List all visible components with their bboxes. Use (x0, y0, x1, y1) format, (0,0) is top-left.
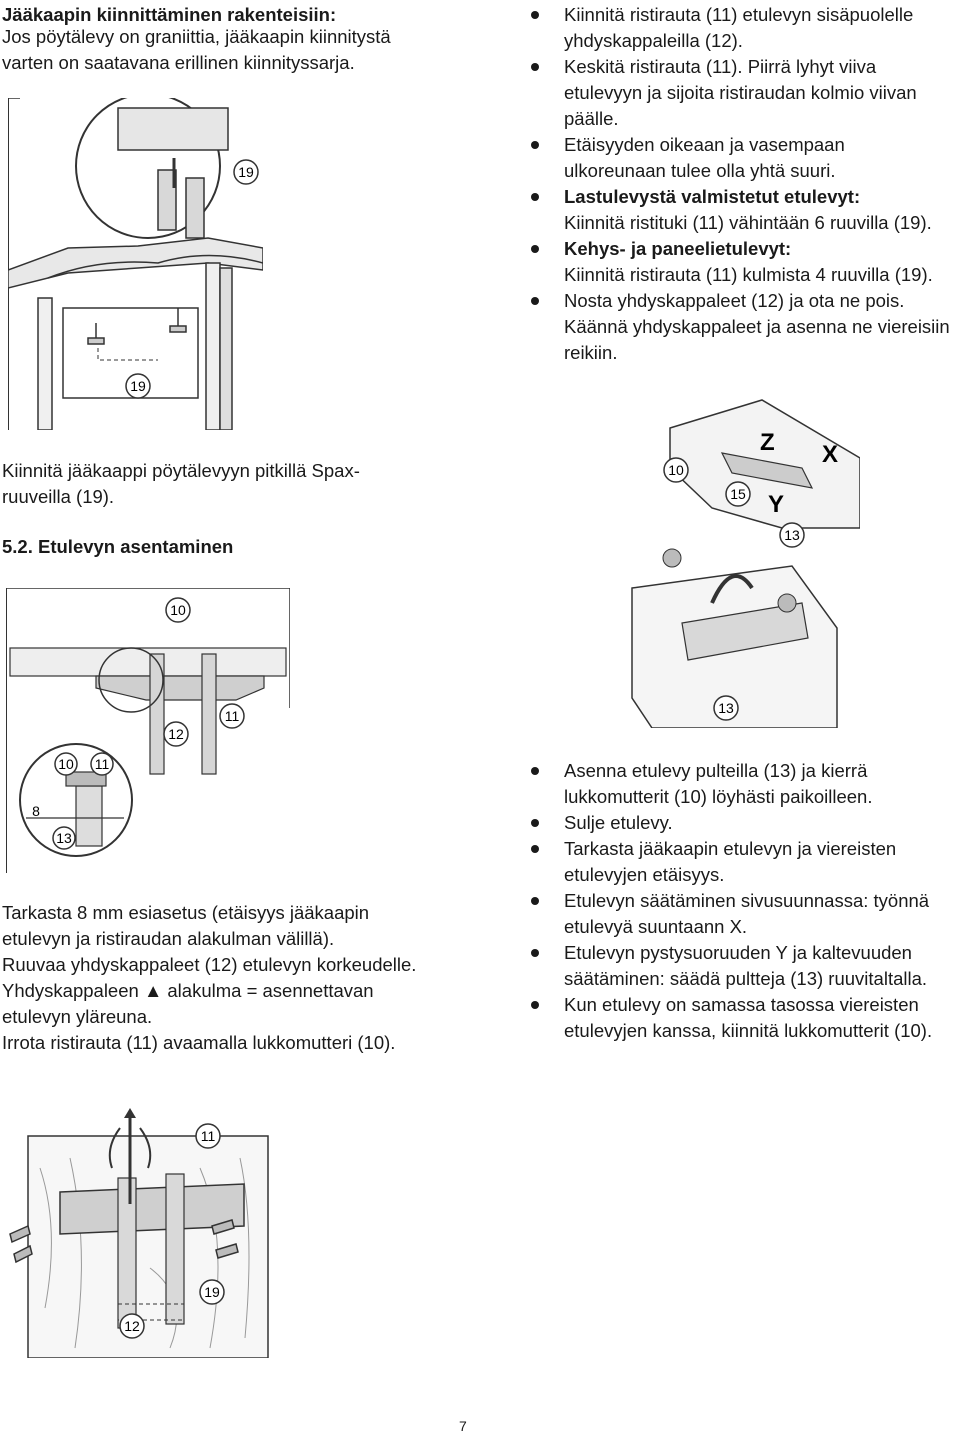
callout-13: 13 (784, 527, 800, 543)
list-item-text: Kun etulevy on samassa tasossa viereiste… (564, 994, 919, 1015)
callout-circle (52, 826, 76, 850)
fix-line: Kiinnitä jääkaappi pöytälevyyn pitkillä … (2, 460, 360, 481)
page-number: 7 (459, 1418, 467, 1434)
callout-11: 11 (201, 1128, 216, 1144)
list-item: Sulje etulevy. (528, 810, 958, 836)
check-line: etulevyn yläreuna. (2, 1006, 153, 1027)
installation-steps-list: Kiinnitä ristirauta (11) etulevyn sisäpu… (528, 2, 958, 366)
callout-circle (713, 695, 739, 721)
adjustment-steps-list: Asenna etulevy pulteilla (13) ja kierrä … (528, 758, 958, 1044)
list-item: Etulevyn pystysuoruuden Y ja kaltevuuden… (528, 940, 958, 992)
axis-y-label: Y (768, 491, 784, 518)
callout-circle (663, 457, 689, 483)
list-item-text: Käännä yhdyskappaleet ja asenna ne viere… (564, 316, 950, 337)
list-item: Kiinnitä ristirauta (11) etulevyn sisäpu… (528, 2, 958, 54)
list-item: Etäisyyden oikeaan ja vasempaan ulkoreun… (528, 132, 958, 184)
list-item-heading: Kehys- ja paneelietulevyt: (564, 238, 792, 259)
callout-circle (119, 1313, 145, 1339)
list-item: Lastulevystä valmistetut etulevyt: Kiinn… (528, 184, 958, 236)
list-item-text: Keskitä ristirauta (11). Piirrä lyhyt vi… (564, 56, 877, 77)
list-item-heading: Lastulevystä valmistetut etulevyt: (564, 186, 861, 207)
callout-circle (779, 522, 805, 548)
fix-instruction: Kiinnitä jääkaappi pöytälevyyn pitkillä … (2, 458, 360, 510)
callout-12: 12 (168, 726, 184, 742)
section-heading: 5.2. Etulevyn asentaminen (2, 536, 234, 557)
callout-circle (219, 703, 245, 729)
list-item: Etulevyn säätäminen sivusuunnassa: työnn… (528, 888, 958, 940)
check-line: Tarkasta 8 mm esiasetus (etäisyys jääkaa… (2, 902, 370, 923)
callout-circle (199, 1279, 225, 1305)
list-item: Nosta yhdyskappaleet (12) ja ota ne pois… (528, 288, 958, 366)
callout-circle (725, 481, 751, 507)
list-item-text: Asenna etulevy pulteilla (13) ja kierrä (564, 760, 868, 781)
axis-z-label: Z (760, 429, 775, 456)
intro-line: varten on saatavana erillinen kiinnityss… (2, 52, 355, 73)
callout-10: 10 (170, 602, 186, 618)
callout-11: 11 (225, 708, 240, 724)
list-item-text: Kiinnitä ristituki (11) vähintään 6 ruuv… (564, 212, 932, 233)
check-instruction: Tarkasta 8 mm esiasetus (etäisyys jääkaa… (2, 900, 416, 1056)
list-item-text: etulevyyn ja sijoita ristiraudan kolmio … (564, 82, 917, 103)
dimension-8-label: 8 (32, 803, 40, 819)
callout-19: 19 (204, 1284, 220, 1300)
list-item-text: Kiinnitä ristirauta (11) etulevyn sisäpu… (564, 4, 914, 25)
callout-10: 10 (668, 462, 684, 478)
list-item-text: lukkomutterit (10) löyhästi paikoilleen. (564, 786, 873, 807)
intro-title: Jääkaapin kiinnittäminen rakenteisiin: (2, 4, 337, 25)
callout-11: 11 (95, 756, 110, 772)
list-item-text: Kiinnitä ristirauta (11) kulmista 4 ruuv… (564, 264, 933, 285)
intro-line: Jos pöytälevy on graniittia, jääkaapin k… (2, 26, 391, 47)
list-item-text: Etulevyn pystysuoruuden Y ja kaltevuuden (564, 942, 912, 963)
callout-12: 12 (124, 1318, 140, 1334)
callout-circle (125, 373, 151, 399)
intro-text: Jos pöytälevy on graniittia, jääkaapin k… (2, 24, 391, 76)
list-item-text: säätäminen: säädä pultteja (13) ruuvital… (564, 968, 928, 989)
check-line: Ruuvaa yhdyskappaleet (12) etulevyn kork… (2, 954, 417, 975)
callout-circle (163, 721, 189, 747)
fix-line: ruuveilla (19). (2, 486, 115, 507)
check-line: Irrota ristirauta (11) avaamalla lukkomu… (2, 1032, 396, 1053)
list-item-text: etulevyjen etäisyys. (564, 864, 725, 885)
callout-circle (90, 752, 114, 776)
check-line: etulevyn ja ristiraudan alakulman välill… (2, 928, 335, 949)
list-item-text: päälle. (564, 108, 619, 129)
list-item-text: etulevyä suuntaann X. (564, 916, 748, 937)
list-item-text: yhdyskappaleilla (12). (564, 30, 743, 51)
list-item-text: reikiin. (564, 342, 618, 363)
callout-circle (195, 1123, 221, 1149)
list-item: Kehys- ja paneelietulevyt: Kiinnitä rist… (528, 236, 958, 288)
figure-countertop-fixing: 19 19 (8, 98, 263, 430)
list-item-text: Tarkasta jääkaapin etulevyn ja viereiste… (564, 838, 897, 859)
callout-13: 13 (56, 830, 72, 846)
check-line: Yhdyskappaleen ▲ alakulma = asennettavan (2, 980, 374, 1001)
callout-15: 15 (730, 486, 746, 502)
callout-circle (165, 597, 191, 623)
callout-10: 10 (58, 756, 74, 772)
figure-door-bracket: Z X Y 10 15 13 13 (631, 399, 860, 728)
figure-front-panel-mounting: 10 12 11 10 11 8 13 (6, 588, 290, 873)
list-item-text: Etulevyn säätäminen sivusuunnassa: työnn… (564, 890, 930, 911)
callout-circle (233, 159, 259, 185)
list-item-text: ulkoreunaan tulee olla yhtä suuri. (564, 160, 836, 181)
list-item-text: etulevyjen kanssa, kiinnitä lukkomutteri… (564, 1020, 933, 1041)
list-item: Tarkasta jääkaapin etulevyn ja viereiste… (528, 836, 958, 888)
list-item-text: Nosta yhdyskappaleet (12) ja ota ne pois… (564, 290, 905, 311)
list-item: Kun etulevy on samassa tasossa viereiste… (528, 992, 958, 1044)
figure-panel-marking: 11 19 12 (9, 1108, 269, 1358)
list-item-text: Etäisyyden oikeaan ja vasempaan (564, 134, 845, 155)
callout-19: 19 (130, 378, 146, 394)
callout-13: 13 (718, 700, 734, 716)
callout-19: 19 (238, 164, 254, 180)
list-item-text: Sulje etulevy. (564, 812, 673, 833)
list-item: Asenna etulevy pulteilla (13) ja kierrä … (528, 758, 958, 810)
axis-x-label: X (822, 441, 838, 468)
callout-circle (54, 752, 78, 776)
list-item: Keskitä ristirauta (11). Piirrä lyhyt vi… (528, 54, 958, 132)
